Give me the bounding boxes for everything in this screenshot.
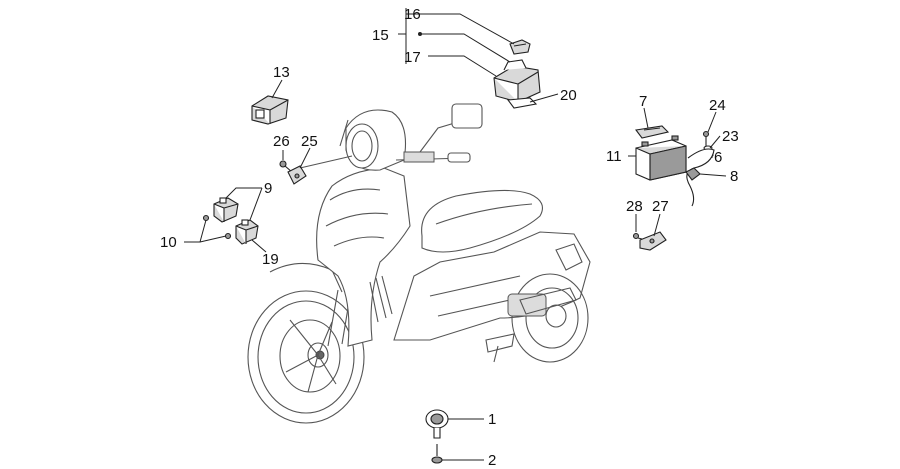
callout-1: 1 xyxy=(488,411,496,428)
callout-2: 2 xyxy=(488,452,496,469)
part-13-relay-box xyxy=(251,95,289,125)
callout-8: 8 xyxy=(730,168,738,185)
part-20-bracket xyxy=(506,97,538,109)
callout-28: 28 xyxy=(626,198,643,215)
callout-23: 23 xyxy=(722,128,739,145)
part-2-screw xyxy=(431,444,443,464)
callout-6: 6 xyxy=(714,149,722,166)
part-1-horn xyxy=(425,409,449,439)
part-24-screw xyxy=(702,130,710,146)
callout-19: 19 xyxy=(262,251,279,268)
callout-10: 10 xyxy=(160,234,177,251)
callout-27: 27 xyxy=(652,198,669,215)
part-27-bracket xyxy=(639,231,667,251)
callout-labels: 16 15 17 20 13 26 25 9 10 19 7 24 23 11 … xyxy=(160,6,739,469)
callout-13: 13 xyxy=(273,64,290,81)
part-16-connector xyxy=(509,39,531,55)
callout-25: 25 xyxy=(301,133,318,150)
callout-16: 16 xyxy=(404,6,421,23)
part-9-relay xyxy=(213,197,239,223)
part-25-clip xyxy=(287,165,307,185)
leader-lines xyxy=(184,8,727,461)
callout-15: 15 xyxy=(372,27,389,44)
part-17-flasher-relay xyxy=(493,59,541,103)
callout-26: 26 xyxy=(273,133,290,150)
callout-24: 24 xyxy=(709,97,726,114)
callout-20: 20 xyxy=(560,87,577,104)
scooter-illustration xyxy=(247,103,591,424)
callout-11: 11 xyxy=(606,148,622,165)
part-11-battery xyxy=(635,135,687,181)
part-19-relay xyxy=(235,219,259,245)
callout-7: 7 xyxy=(639,93,647,110)
part-8-cable xyxy=(685,148,715,207)
callout-9: 9 xyxy=(264,180,272,197)
part-7-battery-strap xyxy=(635,125,670,139)
callout-17: 17 xyxy=(404,49,421,66)
